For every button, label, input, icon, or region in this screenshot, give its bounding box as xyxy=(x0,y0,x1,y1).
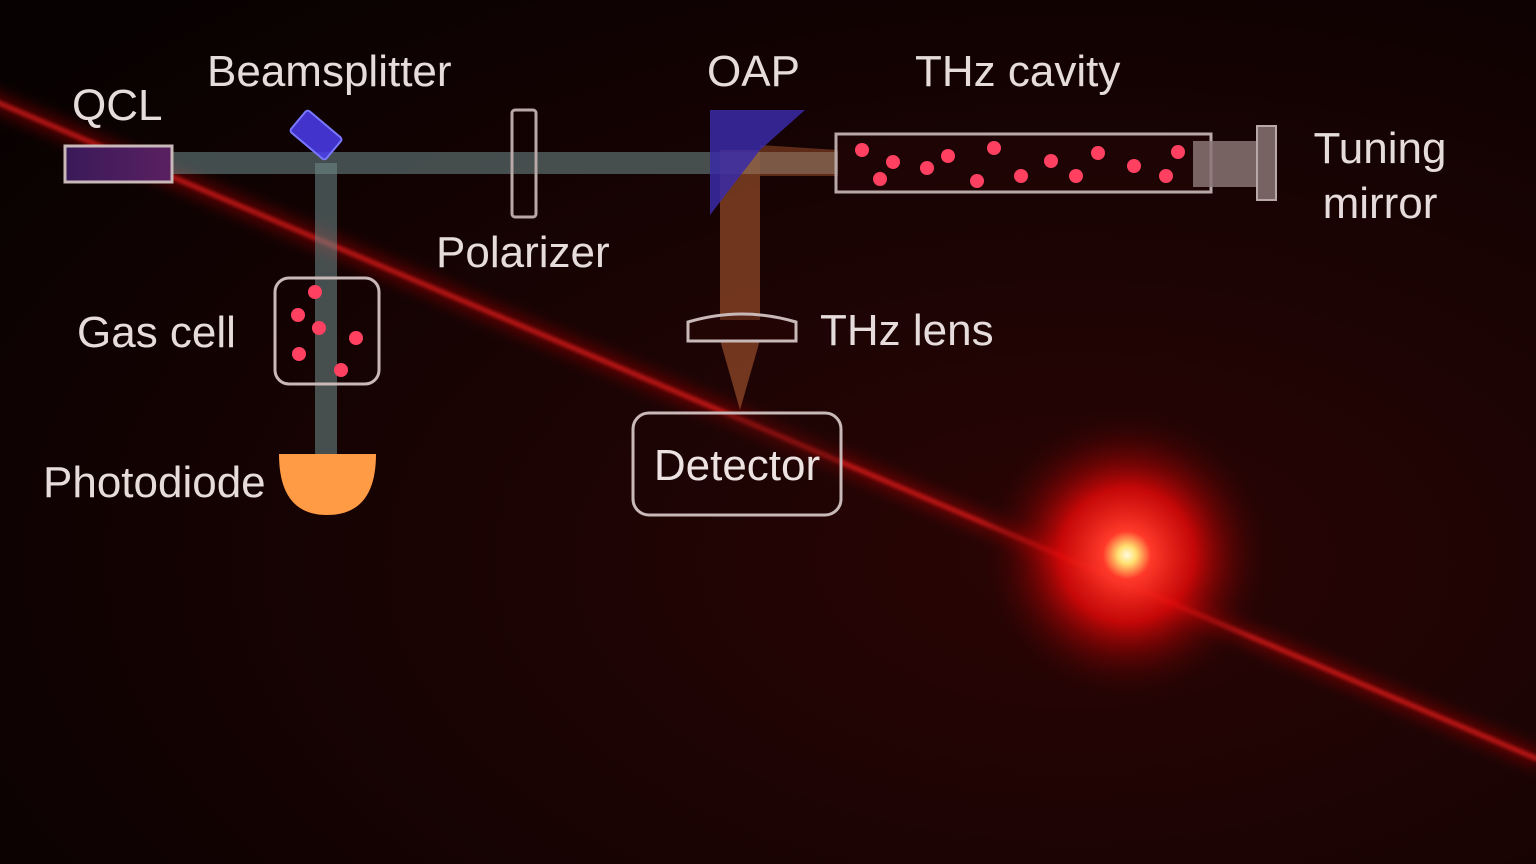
detector-box xyxy=(631,411,843,517)
gas-cell-label: Gas cell xyxy=(77,308,236,357)
cavity-molecules xyxy=(855,141,1185,188)
photodiode-label: Photodiode xyxy=(43,458,266,507)
qcl-label: QCL xyxy=(72,81,163,130)
beamsplitter-label: Beamsplitter xyxy=(207,47,452,96)
polarizer-icon xyxy=(510,108,538,219)
laser-glow xyxy=(977,405,1277,705)
thz-cavity-label: THz cavity xyxy=(915,47,1121,96)
detector-label: Detector xyxy=(653,441,821,490)
tuning-mirror-label-line2: mirror xyxy=(1322,179,1438,228)
thz-lens-icon xyxy=(686,312,798,343)
qcl-icon xyxy=(63,144,174,184)
gas-cell-icon xyxy=(273,276,381,386)
photodiode-icon xyxy=(279,454,376,515)
beamsplitter-icon xyxy=(289,109,343,161)
polarizer-label: Polarizer xyxy=(436,228,610,277)
tuning-mirror-label-line1: Tuning xyxy=(1313,124,1447,173)
thz-lens-label: THz lens xyxy=(820,306,994,355)
gas-cell-molecules xyxy=(291,285,363,377)
laser-streak xyxy=(0,91,1536,771)
oap-icon xyxy=(710,110,805,215)
tuning-mirror-icon xyxy=(1193,125,1277,201)
oap-label: OAP xyxy=(707,47,800,96)
